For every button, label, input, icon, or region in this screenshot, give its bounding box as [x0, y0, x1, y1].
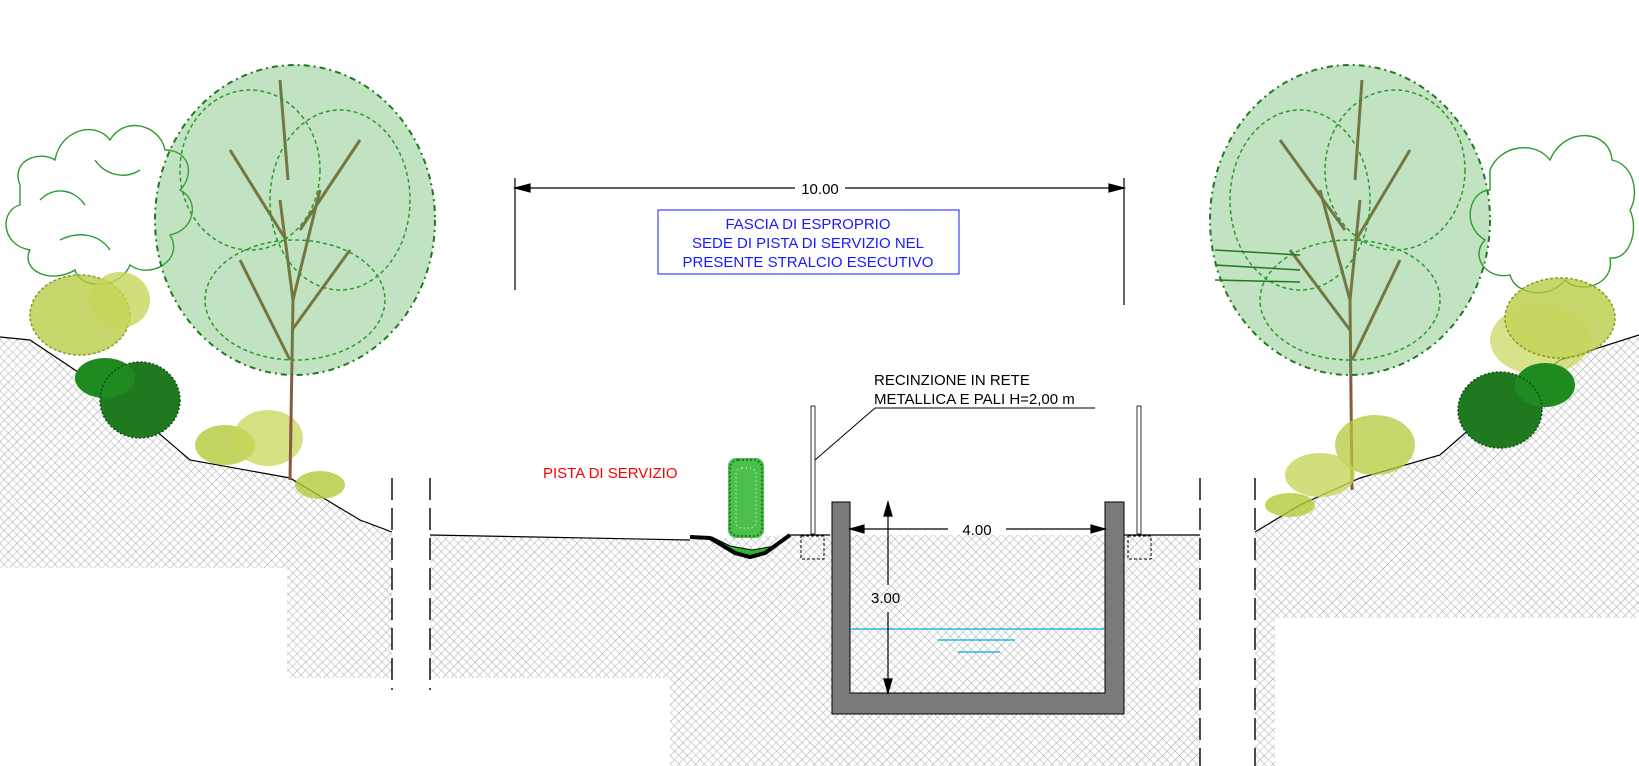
break-lines	[391, 478, 1256, 766]
channel-depth-label: 3.00	[871, 590, 900, 607]
note-expropriation-line2: SEDE DI PISTA DI SERVIZIO NEL	[692, 235, 924, 252]
left-embankment-soil	[0, 337, 392, 678]
left-tree	[154, 64, 436, 481]
channel-width-label: 4.00	[962, 522, 991, 539]
right-dark-shrub	[1457, 363, 1575, 449]
fence-post-right	[1136, 405, 1142, 535]
fence-post-left	[810, 405, 816, 535]
ditch-lining	[689, 533, 792, 560]
fence-label-line2: METALLICA E PALI H=2,00 m	[874, 391, 1075, 408]
channel-section	[831, 501, 1125, 715]
note-expropriation: FASCIA DI ESPROPRIO SEDE DI PISTA DI SER…	[657, 209, 960, 275]
fence-leader-line	[814, 407, 1095, 461]
fence-footing-right	[1127, 535, 1152, 560]
dim-arrow-left	[512, 183, 531, 193]
right-yellow-shrub	[1490, 277, 1616, 375]
left-tree-crown	[155, 65, 435, 375]
central-ground-soil	[430, 535, 1200, 766]
service-track-label: PISTA DI SERVIZIO	[543, 465, 677, 482]
left-yellow-shrub	[29, 272, 150, 356]
dimension-total-width	[512, 178, 1127, 305]
note-expropriation-line1: FASCIA DI ESPROPRIO	[725, 216, 890, 233]
note-expropriation-border	[657, 209, 960, 275]
note-expropriation-line3: PRESENTE STRALCIO ESECUTIVO	[683, 254, 934, 271]
left-small-shrubs	[195, 410, 345, 499]
right-embankment-soil	[1255, 335, 1639, 766]
right-tree	[1209, 64, 1491, 491]
right-tree-crown	[1210, 65, 1490, 375]
central-ground-profile	[429, 534, 691, 541]
hedge-shrub	[728, 458, 764, 538]
left-embankment-profile	[0, 336, 393, 533]
terrain	[0, 334, 1639, 766]
concrete-channel	[831, 501, 1125, 715]
dimension-channel-width	[847, 524, 1108, 534]
drainage-ditch	[689, 458, 792, 560]
left-dark-shrub	[75, 358, 181, 439]
right-vegetation	[1209, 64, 1636, 517]
right-bush-outline	[1469, 134, 1636, 294]
dim-arrow-right	[1108, 183, 1127, 193]
left-vegetation	[5, 64, 436, 499]
fence-footing-left	[800, 535, 825, 560]
left-tree-trunk	[228, 79, 362, 481]
right-tree-trunk	[1278, 79, 1412, 491]
right-small-shrubs	[1265, 415, 1415, 517]
dimension-channel-depth	[883, 499, 893, 696]
fence-label-line1: RECINZIONE IN RETE	[874, 372, 1030, 389]
left-bush-outline	[5, 124, 193, 286]
fence	[800, 405, 1152, 560]
dim-total-width-label: 10.00	[801, 181, 839, 198]
